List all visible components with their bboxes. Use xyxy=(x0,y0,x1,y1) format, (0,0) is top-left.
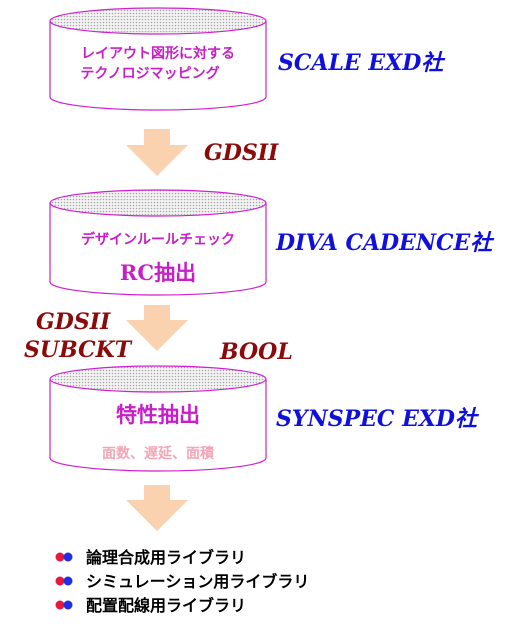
cylinder-top xyxy=(49,365,267,393)
stage2-subtitle: RC抽出 xyxy=(120,260,196,285)
bullet-red xyxy=(55,552,65,562)
library-simulation: シミュレーション用ライブラリ xyxy=(86,572,309,591)
library-item: 配置配線用ライブラリ xyxy=(55,596,246,615)
cylinder-design-rule-check: デザインルールチェック RC抽出 xyxy=(49,189,267,296)
stage3-title: 特性抽出 xyxy=(116,402,200,427)
stage2-line1: デザインルールチェック xyxy=(81,231,235,248)
stage3-line1: 面数、遅延、面積 xyxy=(102,445,215,462)
vendor-scale-exd: SCALE EXD社 xyxy=(278,50,446,76)
stage1-line2: テクノロジマッピング xyxy=(80,65,219,82)
library-item: シミュレーション用ライブラリ xyxy=(55,572,309,591)
library-item: 論理合成用ライブラリ xyxy=(55,548,246,567)
bullet-blue xyxy=(63,576,73,586)
cylinder-body xyxy=(49,203,267,296)
cylinder-characterization: 特性抽出 面数、遅延、面積 xyxy=(49,365,267,472)
flow-label-subckt: SUBCKT xyxy=(24,337,133,363)
bullet-red xyxy=(55,576,65,586)
down-arrow-3 xyxy=(126,485,188,531)
bullet-blue xyxy=(63,552,73,562)
library-place-and-route: 配置配線用ライブラリ xyxy=(86,596,246,615)
vendor-diva-cadence: DIVA CADENCE社 xyxy=(275,230,495,256)
flow-label-bool: BOOL xyxy=(219,339,293,365)
stage1-line1: レイアウト図形に対する xyxy=(81,45,235,62)
flow-label-gdsii-2: GDSII xyxy=(36,309,111,335)
library-list: 論理合成用ライブラリ シミュレーション用ライブラリ 配置配線用ライブラリ xyxy=(55,548,309,615)
vendor-synspec-exd: SYNSPEC EXD社 xyxy=(276,406,480,432)
cylinder-technology-mapping: レイアウト図形に対する テクノロジマッピング xyxy=(49,7,267,111)
bullet-blue xyxy=(63,600,73,610)
cylinder-top xyxy=(49,7,267,35)
cylinder-body xyxy=(49,21,267,111)
bullet-red xyxy=(55,600,65,610)
flow-label-gdsii-1: GDSII xyxy=(204,140,279,166)
down-arrow-2 xyxy=(126,305,188,351)
cylinder-top xyxy=(49,189,267,217)
library-logic-synthesis: 論理合成用ライブラリ xyxy=(86,548,246,567)
cylinder-body xyxy=(49,379,267,472)
down-arrow-1 xyxy=(126,129,188,176)
